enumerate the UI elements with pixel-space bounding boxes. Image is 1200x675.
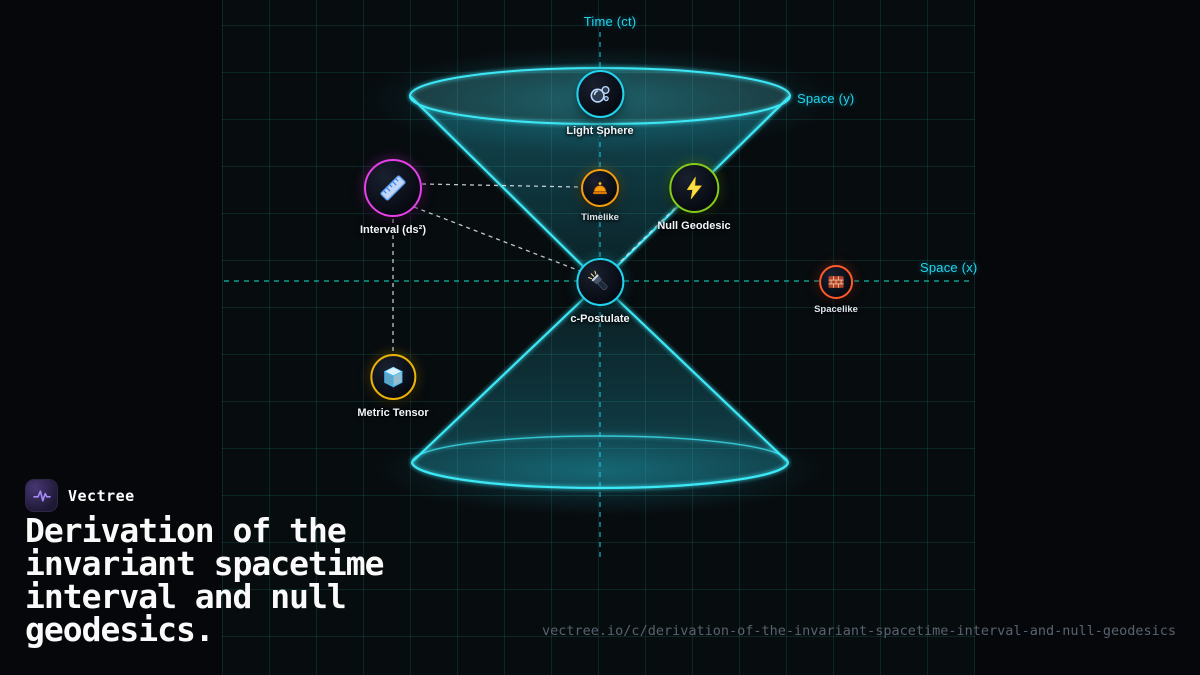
node-metric-tensor: Metric Tensor [357, 354, 429, 419]
node-label: Metric Tensor [357, 407, 429, 419]
connector-interval-timelike [421, 183, 580, 188]
node-light-sphere: Light Sphere [566, 70, 634, 137]
space-y-axis-label: Space (y) [797, 91, 855, 106]
light-sphere-node[interactable] [575, 70, 624, 118]
node-interval: Interval (ds²) [360, 159, 426, 236]
node-label: Timelike [581, 212, 619, 223]
spacelike-node[interactable] [819, 265, 853, 299]
brand-name: Vectree [68, 486, 135, 505]
ruler-icon [380, 175, 406, 201]
node-timelike: Timelike [581, 169, 619, 223]
node-label: Spacelike [814, 304, 858, 315]
vectree-logo [26, 480, 57, 511]
node-label: Light Sphere [566, 125, 634, 137]
bubbles-icon [590, 85, 610, 103]
metric-tensor-node[interactable] [370, 354, 416, 400]
timelike-node[interactable] [581, 169, 619, 207]
time-axis-label: Time (ct) [583, 14, 637, 29]
node-spacelike: Spacelike [814, 265, 858, 315]
node-label: c-Postulate [570, 313, 630, 325]
brand: Vectree [26, 480, 135, 511]
node-c-postulate: c-Postulate [570, 258, 630, 325]
connector-null-geodesic-c-postulate [617, 207, 676, 265]
pulse-waveform-icon [32, 489, 51, 502]
cube-icon [383, 366, 403, 388]
lightning-icon [686, 176, 702, 200]
node-label: Interval (ds²) [359, 224, 427, 236]
node-label: Null Geodesic [657, 220, 731, 232]
page-title: Derivation of the invariant spacetime in… [25, 511, 385, 649]
space-x-axis-label: Space (x) [920, 260, 978, 275]
connector-lines [392, 183, 676, 352]
interval-node[interactable] [363, 159, 422, 217]
page-url: vectree.io/c/derivation-of-the-invariant… [542, 623, 1176, 639]
null-geodesic-node[interactable] [668, 163, 719, 213]
flashlight-icon [588, 270, 608, 290]
c-postulate-node[interactable] [575, 258, 624, 306]
connector-interval-c-postulate [413, 206, 581, 272]
bell-icon [593, 182, 607, 195]
brick-icon [828, 276, 844, 288]
node-null-geodesic: Null Geodesic [657, 163, 731, 232]
